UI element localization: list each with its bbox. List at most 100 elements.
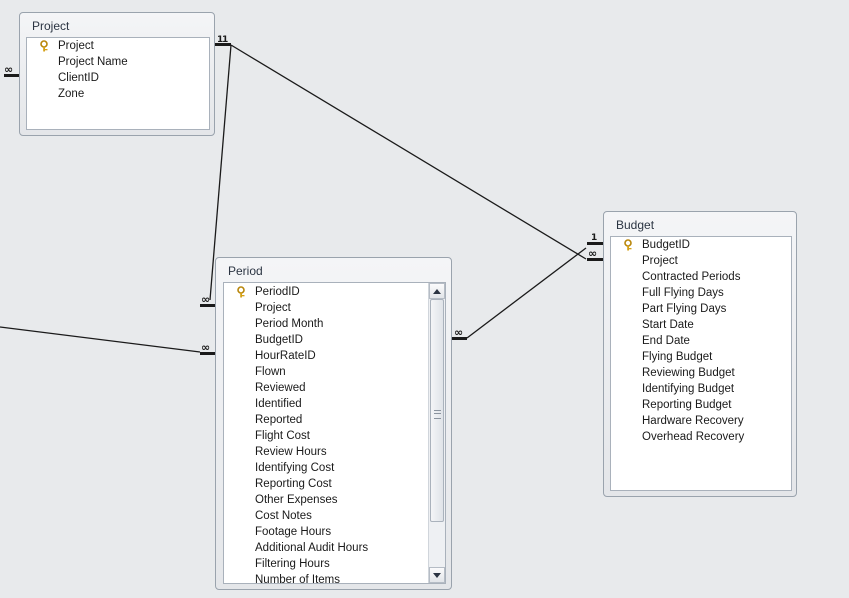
field-label: Identified [255,398,302,410]
join-bar-budget-top [587,242,604,245]
relationship-line-project-period[interactable] [209,44,232,301]
field-label: Project Name [58,56,128,68]
field-label: Part Flying Days [642,303,727,315]
field-budget-start-date[interactable]: Start Date [611,317,791,333]
field-budget-reporting-budget[interactable]: Reporting Budget [611,397,791,413]
join-bar-period-left [200,352,216,355]
field-label: Reporting Budget [642,399,732,411]
field-client-id[interactable]: ClientID [27,70,209,86]
table-window-project[interactable]: Project Project Project Name ClientID Zo… [19,12,215,136]
field-label: Full Flying Days [642,287,724,299]
cardinality-many-period-right: ∞ [454,326,463,339]
field-period-number-of-items[interactable]: Number of Items [224,572,429,584]
relationship-line-project-budget[interactable] [230,44,587,260]
table-title-budget[interactable]: Budget [616,218,655,232]
join-bar-budget-bottom [587,258,604,261]
period-vertical-scrollbar[interactable] [428,283,445,583]
period-field-rows: PeriodID Project Period Month BudgetID H… [224,284,429,584]
table-window-budget[interactable]: Budget BudgetID Project Contracted Perio… [603,211,797,497]
field-budget-project[interactable]: Project [611,253,791,269]
field-label: PeriodID [255,286,300,298]
scroll-thumb[interactable] [430,299,444,522]
field-period-review-hours[interactable]: Review Hours [224,444,429,460]
field-label: Reporting Cost [255,478,332,490]
field-budget-hardware-recovery[interactable]: Hardware Recovery [611,413,791,429]
field-label: Identifying Budget [642,383,735,395]
cardinality-one-budget: 1 [591,233,597,243]
cardinality-many-period-top: ∞ [201,293,210,306]
field-label: Other Expenses [255,494,338,506]
field-period-reported[interactable]: Reported [224,412,429,428]
field-list-period[interactable]: PeriodID Project Period Month BudgetID H… [223,282,446,584]
field-label: Zone [58,88,85,100]
field-project-name[interactable]: Project Name [27,54,209,70]
field-label: Project [255,302,291,314]
field-budget-overhead-recovery[interactable]: Overhead Recovery [611,429,791,445]
field-project-pk[interactable]: Project [27,38,209,54]
table-title-project[interactable]: Project [32,19,70,33]
field-period-project[interactable]: Project [224,300,429,316]
field-budget-part-flying-days[interactable]: Part Flying Days [611,301,791,317]
table-title-period[interactable]: Period [228,264,263,278]
join-bar-project-left [4,74,19,77]
field-label: Reported [255,414,303,426]
field-budget-flying-budget[interactable]: Flying Budget [611,349,791,365]
field-list-project[interactable]: Project Project Name ClientID Zone [26,37,210,130]
join-bar-period-right [452,337,467,340]
scroll-up-arrow-icon[interactable] [429,283,445,299]
field-period-budget-id[interactable]: BudgetID [224,332,429,348]
field-budget-id[interactable]: BudgetID [611,237,791,253]
field-zone[interactable]: Zone [27,86,209,102]
field-label: ClientID [58,72,99,84]
field-label: BudgetID [642,239,690,251]
cardinality-one-project-a: 1 [217,35,223,45]
relationship-line-offscreen-period[interactable] [0,326,201,353]
field-budget-full-flying-days[interactable]: Full Flying Days [611,285,791,301]
field-label: Identifying Cost [255,462,335,474]
field-label: Contracted Periods [642,271,741,283]
field-list-budget[interactable]: BudgetID Project Contracted Periods Full… [610,236,792,491]
field-period-reporting-cost[interactable]: Reporting Cost [224,476,429,492]
field-label: End Date [642,335,690,347]
field-label: Footage Hours [255,526,332,538]
field-label: Review Hours [255,446,327,458]
field-label: Overhead Recovery [642,431,745,443]
key-icon [237,286,245,298]
field-period-identified[interactable]: Identified [224,396,429,412]
scroll-down-arrow-icon[interactable] [429,567,445,583]
field-period-id[interactable]: PeriodID [224,284,429,300]
field-budget-contracted-periods[interactable]: Contracted Periods [611,269,791,285]
field-label: BudgetID [255,334,303,346]
cardinality-many-project-left: ∞ [4,63,13,76]
field-label: Start Date [642,319,694,331]
field-label: Filtering Hours [255,558,330,570]
field-label: Reviewed [255,382,306,394]
field-budget-identifying-budget[interactable]: Identifying Budget [611,381,791,397]
field-label: Additional Audit Hours [255,542,369,554]
field-period-additional-audit-hours[interactable]: Additional Audit Hours [224,540,429,556]
field-period-other-expenses[interactable]: Other Expenses [224,492,429,508]
field-label: Cost Notes [255,510,312,522]
join-bar-period-top [200,304,216,307]
field-period-hour-rate-id[interactable]: HourRateID [224,348,429,364]
field-period-flight-cost[interactable]: Flight Cost [224,428,429,444]
field-period-flown[interactable]: Flown [224,364,429,380]
field-period-month[interactable]: Period Month [224,316,429,332]
field-label: Hardware Recovery [642,415,744,427]
table-window-period[interactable]: Period PeriodID Project Period Month Bud… [215,257,452,590]
cardinality-one-project-b: 1 [222,35,228,45]
field-period-cost-notes[interactable]: Cost Notes [224,508,429,524]
field-budget-reviewing-budget[interactable]: Reviewing Budget [611,365,791,381]
field-label: HourRateID [255,350,316,362]
relationship-line-period-budget[interactable] [466,247,587,339]
field-label: Number of Items [255,574,340,584]
key-icon [40,40,48,52]
field-period-reviewed[interactable]: Reviewed [224,380,429,396]
field-period-footage-hours[interactable]: Footage Hours [224,524,429,540]
join-bar-project [215,43,231,46]
field-period-filtering-hours[interactable]: Filtering Hours [224,556,429,572]
field-period-identifying-cost[interactable]: Identifying Cost [224,460,429,476]
cardinality-many-budget: ∞ [588,247,597,260]
field-budget-end-date[interactable]: End Date [611,333,791,349]
field-label: Flying Budget [642,351,713,363]
